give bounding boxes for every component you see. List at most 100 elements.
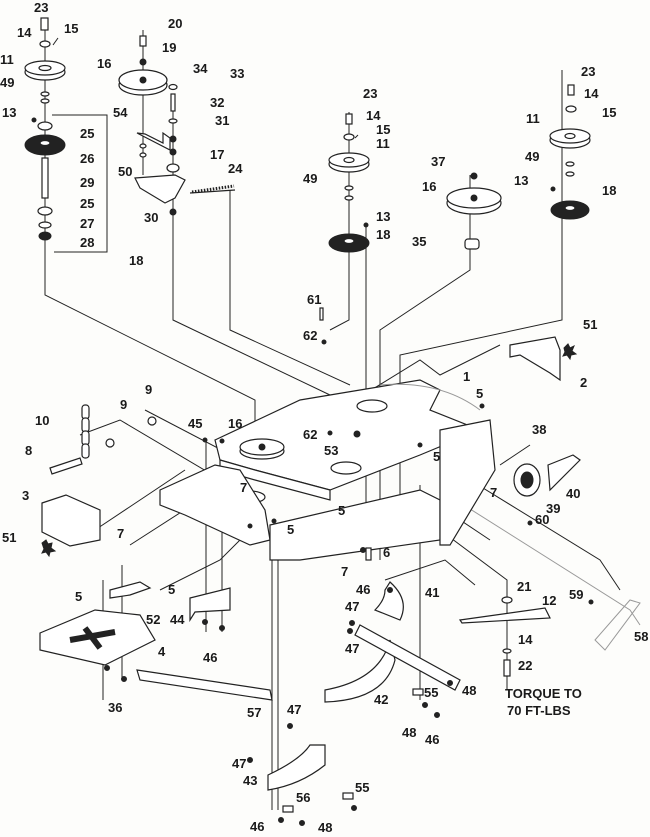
callout-58: 58 — [634, 629, 648, 644]
callout-46: 46 — [356, 582, 370, 597]
callout-15: 15 — [602, 105, 616, 120]
callout-45: 45 — [188, 416, 202, 431]
callout-53: 53 — [324, 443, 338, 458]
callout-33: 33 — [230, 66, 244, 81]
callout-27: 27 — [80, 216, 94, 231]
callout-17: 17 — [210, 147, 224, 162]
callout-49: 49 — [303, 171, 317, 186]
callout-13: 13 — [514, 173, 528, 188]
clip-55-bottom — [342, 792, 354, 800]
bolt-8 — [49, 457, 83, 475]
strip-57 — [136, 669, 273, 701]
callout-11: 11 — [0, 52, 14, 67]
callout-14: 14 — [518, 632, 533, 647]
callout-4: 4 — [158, 644, 166, 659]
callout-39: 39 — [546, 501, 560, 516]
shield-3 — [41, 494, 101, 547]
callout-16: 16 — [97, 56, 111, 71]
callout-36: 36 — [108, 700, 122, 715]
callout-23: 23 — [363, 86, 377, 101]
chute-41 — [373, 581, 404, 621]
callout-5: 5 — [287, 522, 294, 537]
callout-47: 47 — [345, 599, 359, 614]
callout-40: 40 — [566, 486, 580, 501]
chain-10 — [81, 404, 90, 459]
callout-8: 8 — [25, 443, 32, 458]
callout-44: 44 — [170, 612, 185, 627]
middle-spindle-assembly — [328, 113, 370, 253]
callout-23: 23 — [581, 64, 595, 79]
shields — [39, 336, 641, 826]
blade-12 — [458, 607, 551, 624]
callout-5: 5 — [476, 386, 483, 401]
callout-60: 60 — [535, 512, 549, 527]
callout-7: 7 — [240, 480, 247, 495]
callout-47: 47 — [287, 702, 301, 717]
callout-2: 2 — [580, 375, 587, 390]
right-pulley-assembly — [446, 172, 502, 250]
callout-20: 20 — [168, 16, 182, 31]
spring-24 — [191, 184, 235, 194]
bracket-43 — [267, 744, 326, 791]
bolt-22 — [503, 659, 511, 677]
callout-16: 16 — [228, 416, 242, 431]
right-spindle-assembly — [549, 84, 591, 220]
callout-55: 55 — [424, 685, 438, 700]
callout-54: 54 — [113, 105, 128, 120]
callout-59: 59 — [569, 587, 583, 602]
callout-11: 11 — [526, 111, 540, 126]
callout-43: 43 — [243, 773, 257, 788]
callout-50: 50 — [118, 164, 132, 179]
bracket-40 — [547, 454, 581, 492]
callout-25: 25 — [80, 196, 94, 211]
callout-46: 46 — [203, 650, 217, 665]
callout-29: 29 — [80, 175, 94, 190]
clip-56 — [282, 805, 294, 813]
callout-49: 49 — [525, 149, 539, 164]
torque-note-line1: TORQUE TO — [505, 686, 582, 701]
mower-deck — [159, 307, 496, 561]
callout-18: 18 — [129, 253, 143, 268]
callout-5: 5 — [168, 582, 175, 597]
callout-10: 10 — [35, 413, 49, 428]
callout-48: 48 — [462, 683, 476, 698]
callout-18: 18 — [376, 227, 390, 242]
callout-14: 14 — [584, 86, 599, 101]
callout-37: 37 — [431, 154, 445, 169]
callout-46: 46 — [250, 819, 264, 834]
callout-38: 38 — [532, 422, 546, 437]
callout-47: 47 — [345, 641, 359, 656]
bracket-44 — [189, 587, 231, 623]
callout-15: 15 — [64, 21, 78, 36]
callout-48: 48 — [318, 820, 332, 835]
callout-5: 5 — [433, 449, 440, 464]
callout-49: 49 — [0, 75, 14, 90]
callout-62: 62 — [303, 427, 317, 442]
callout-28: 28 — [80, 235, 94, 250]
idler-arm-54 — [136, 131, 171, 151]
callout-61: 61 — [307, 292, 321, 307]
callout-12: 12 — [542, 593, 556, 608]
callout-11: 11 — [376, 136, 390, 151]
idler-bracket-17 — [134, 174, 186, 204]
callout-34: 34 — [193, 61, 208, 76]
callout-14: 14 — [17, 25, 32, 40]
callout-13: 13 — [376, 209, 390, 224]
callout-46: 46 — [425, 732, 439, 747]
callout-9: 9 — [145, 382, 152, 397]
callout-18: 18 — [602, 183, 616, 198]
callout-3: 3 — [22, 488, 29, 503]
shield-2 — [509, 336, 561, 382]
callout-51: 51 — [583, 317, 597, 332]
callout-56: 56 — [296, 790, 310, 805]
callout-41: 41 — [425, 585, 439, 600]
spindle-shaft-29 — [41, 157, 49, 199]
callout-23: 23 — [34, 0, 48, 15]
callout-5: 5 — [75, 589, 82, 604]
callout-47: 47 — [232, 756, 246, 771]
callout-19: 19 — [162, 40, 176, 55]
callout-35: 35 — [412, 234, 426, 249]
callout-1: 1 — [463, 369, 470, 384]
